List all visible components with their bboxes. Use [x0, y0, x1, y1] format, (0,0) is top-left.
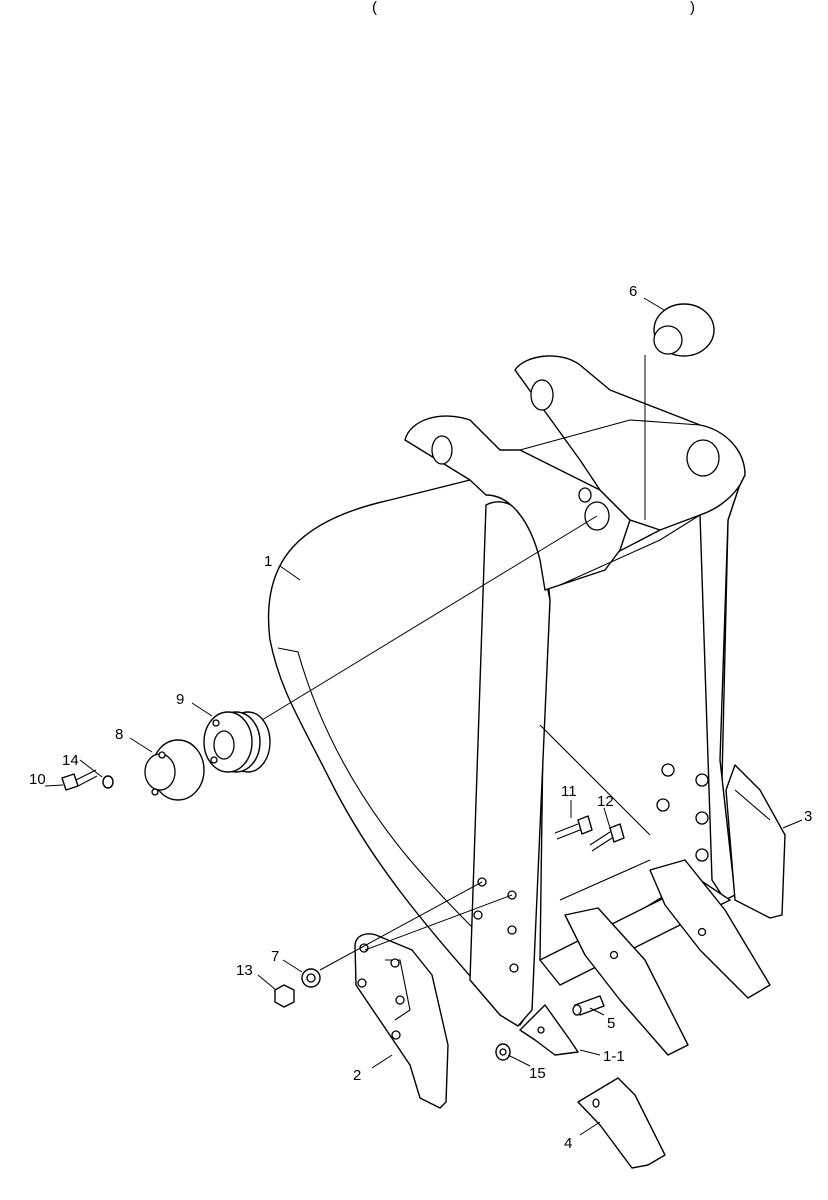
callout-7: 7 [271, 948, 279, 965]
callout-4: 4 [564, 1135, 572, 1152]
boss-ring [203, 711, 271, 773]
washer-7 [301, 968, 321, 988]
bolt-11 [554, 815, 593, 840]
callout-labels: 1 1-1 2 3 4 5 6 7 8 9 10 11 12 13 14 15 [29, 283, 812, 1152]
washer-15 [495, 1043, 511, 1061]
header-paren-close: ) [690, 0, 695, 16]
callout-leaders [44, 297, 803, 1136]
callout-3: 3 [804, 808, 812, 825]
side-cutter-left [354, 933, 449, 1109]
nut-13 [274, 984, 295, 1008]
callout-6: 6 [629, 283, 637, 300]
callout-10: 10 [29, 771, 46, 788]
assembly-guide-lines [261, 355, 646, 971]
bucket-tooth [577, 1077, 666, 1169]
callout-14: 14 [62, 752, 79, 769]
callout-15: 15 [529, 1065, 546, 1082]
corner-block-1-1 [519, 1004, 579, 1056]
tooth-pin [572, 995, 605, 1016]
callout-9: 9 [176, 691, 184, 708]
shim-plate [144, 739, 205, 801]
callout-2: 2 [353, 1067, 361, 1084]
callout-1-1: 1-1 [603, 1048, 625, 1065]
callout-5: 5 [607, 1015, 615, 1032]
bucket-body [267, 355, 771, 1056]
bolt-10 [61, 769, 98, 791]
bolt-12 [589, 823, 625, 852]
boss-bushing [653, 303, 715, 357]
callout-12: 12 [597, 793, 614, 810]
header-paren-open: ( [372, 0, 377, 16]
callout-13: 13 [236, 962, 253, 979]
washer-14 [102, 775, 114, 789]
callout-11: 11 [561, 783, 577, 800]
side-cutter-right [725, 764, 786, 919]
callout-1: 1 [264, 553, 272, 570]
callout-8: 8 [115, 726, 123, 743]
